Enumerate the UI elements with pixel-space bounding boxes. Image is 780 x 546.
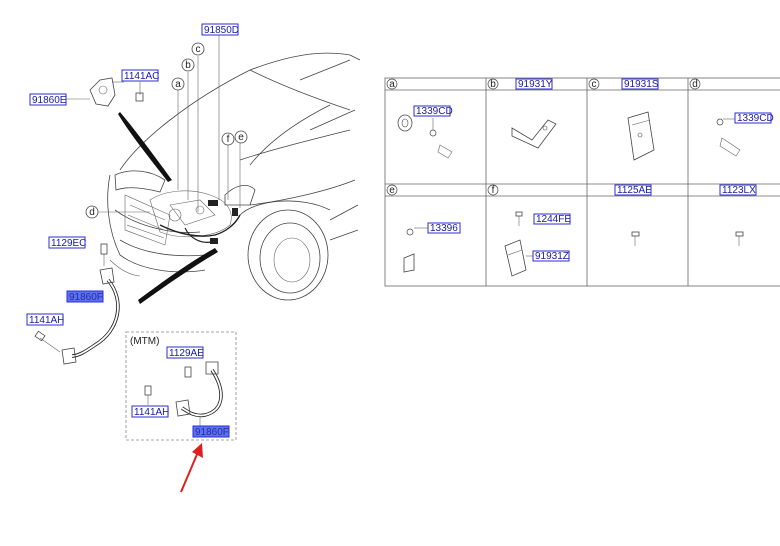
cell-b-header[interactable]: 91931Y — [515, 78, 553, 90]
svg-text:91860E: 91860E — [32, 95, 67, 106]
callout-91860f-inset[interactable]: 91860F — [192, 425, 230, 438]
callout-91850d[interactable]: 91850D — [201, 23, 239, 36]
svg-text:91931Z: 91931Z — [535, 251, 569, 262]
cell-f-drawing — [504, 211, 533, 277]
cell-1125ae-drawing — [631, 231, 640, 246]
callout-1129ec[interactable]: 1129EC — [48, 236, 86, 249]
cell-d-drawing — [716, 118, 741, 157]
parts-table: a b c d 91931Y 91931S e f 1125AE 1123LX — [384, 77, 780, 287]
cell-c-drawing — [627, 111, 655, 161]
cell-1123lx-drawing — [735, 231, 744, 246]
vehicle-outline — [107, 52, 361, 304]
mtm-inset: (MTM) — [125, 331, 237, 441]
marker-d: d — [89, 207, 95, 218]
svg-text:13396: 13396 — [430, 223, 458, 234]
svg-text:1141AC: 1141AC — [124, 71, 159, 82]
svg-text:1141AH: 1141AH — [29, 315, 64, 326]
svg-text:1339CD: 1339CD — [416, 106, 453, 117]
callout-1141ac[interactable]: 1141AC — [121, 69, 159, 82]
cell-f-part-91931z[interactable]: 91931Z — [532, 250, 570, 262]
callout-91860f-main[interactable]: 91860F — [66, 290, 104, 303]
svg-text:91860F: 91860F — [195, 427, 229, 438]
svg-text:1129AE: 1129AE — [169, 348, 204, 359]
cell-d-letter: d — [692, 79, 698, 90]
cell-f-letter: f — [492, 185, 495, 196]
cell-e-drawing — [403, 227, 428, 273]
callout-91860e[interactable]: 91860E — [29, 93, 67, 106]
cell-c-header[interactable]: 91931S — [621, 78, 659, 90]
callout-1141ah-inset[interactable]: 1141AH — [131, 405, 169, 418]
cell-1123lx-header[interactable]: 1123LX — [719, 184, 757, 196]
svg-text:1129EC: 1129EC — [51, 238, 86, 249]
leader-lines — [66, 32, 241, 213]
cell-b-letter: b — [490, 79, 496, 90]
red-indicator-arrow — [180, 443, 203, 493]
callout-1129ae[interactable]: 1129AE — [166, 346, 204, 359]
cell-a-part-1339cd[interactable]: 1339CD — [413, 105, 453, 117]
svg-text:91931S: 91931S — [624, 79, 659, 90]
cell-e-part-13396[interactable]: 13396 — [427, 222, 461, 234]
part-callouts: 91850D 1141AC 91860E 1129EC 91860F 1141A… — [26, 23, 239, 438]
svg-text:91931Y: 91931Y — [518, 79, 553, 90]
cell-a-drawing — [397, 114, 453, 159]
svg-text:91850D: 91850D — [204, 25, 239, 36]
bracket-91860e — [89, 77, 144, 107]
cell-d-part-1339cd[interactable]: 1339CD — [734, 112, 774, 124]
marker-e: e — [238, 132, 244, 143]
marker-f: f — [227, 134, 230, 145]
inset-label: (MTM) — [130, 336, 159, 347]
svg-text:91860F: 91860F — [69, 292, 103, 303]
cell-a-letter: a — [389, 79, 395, 90]
svg-text:1244FE: 1244FE — [536, 214, 571, 225]
cell-c-letter: c — [592, 79, 597, 90]
marker-a: a — [175, 79, 181, 90]
svg-text:1339CD: 1339CD — [737, 113, 774, 124]
marker-c: c — [196, 44, 201, 55]
cell-f-part-1244fe[interactable]: 1244FE — [533, 213, 571, 225]
svg-text:1141AH: 1141AH — [134, 407, 169, 418]
cell-1125ae-header[interactable]: 1125AE — [614, 184, 652, 196]
svg-text:1125AE: 1125AE — [617, 185, 652, 196]
callout-1141ah-main[interactable]: 1141AH — [26, 313, 64, 326]
battery-cable-main — [34, 243, 120, 365]
cell-e-letter: e — [389, 185, 395, 196]
letter-markers: c b a f e d — [85, 42, 248, 219]
svg-text:1123LX: 1123LX — [722, 185, 756, 196]
marker-b: b — [185, 60, 191, 71]
cell-b-drawing — [511, 119, 557, 149]
